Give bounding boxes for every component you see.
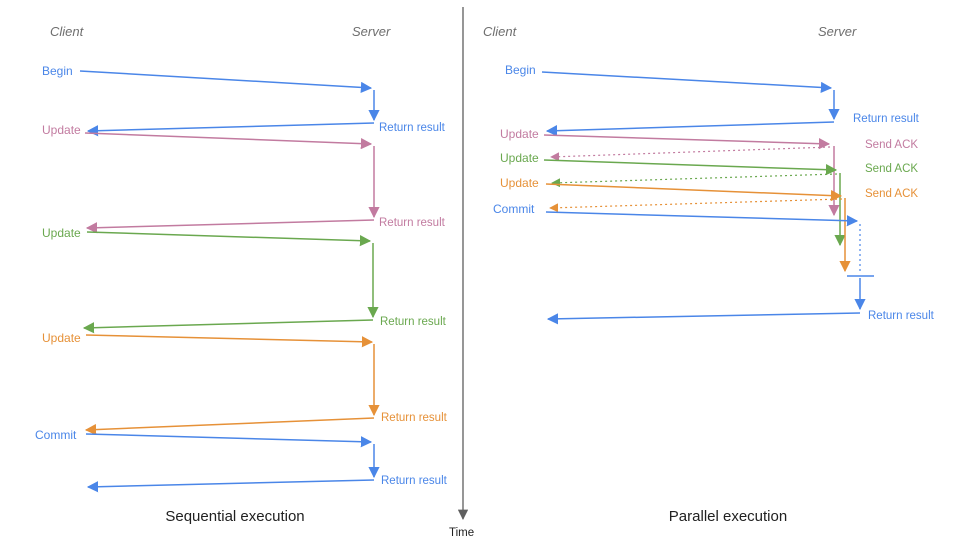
left-server-header: Server: [352, 24, 391, 39]
right-exchange-update-2: Update Send ACK: [500, 151, 918, 247]
left-update-2-label: Update: [42, 226, 81, 240]
left-begin-label: Begin: [42, 64, 73, 78]
left-return-result-3: Return result: [380, 316, 447, 328]
right-exchange-commit: Commit Return result: [493, 202, 935, 325]
left-return-result-4: Return result: [381, 412, 448, 424]
right-client-header: Client: [483, 24, 518, 39]
sequential-diagram: Client Server Begin Return result Update…: [35, 24, 448, 525]
time-axis-label: Time: [449, 527, 474, 539]
sequential-caption: Sequential execution: [165, 508, 304, 525]
left-exchange-update-3: Update Return result: [42, 331, 448, 436]
time-axis: Time: [449, 7, 474, 539]
right-send-ack-2: Send ACK: [865, 163, 918, 175]
right-commit-label: Commit: [493, 202, 535, 216]
left-update-3-label: Update: [42, 331, 81, 345]
left-client-header: Client: [50, 24, 85, 39]
right-update-2-label: Update: [500, 151, 539, 165]
left-update-1-label: Update: [42, 123, 81, 137]
right-update-3-label: Update: [500, 176, 539, 190]
left-return-result-2: Return result: [379, 217, 446, 229]
left-commit-label: Commit: [35, 428, 77, 442]
parallel-caption: Parallel execution: [669, 508, 787, 525]
left-return-result-5: Return result: [381, 475, 448, 487]
right-exchange-update-3: Update Send ACK: [500, 176, 918, 273]
left-exchange-update-1: Update Return result: [42, 123, 446, 234]
left-exchange-commit: Commit Return result: [35, 428, 448, 493]
right-exchange-update-1: Update Send ACK: [500, 127, 918, 217]
left-exchange-update-2: Update Return result: [42, 226, 447, 334]
right-begin-label: Begin: [505, 63, 536, 77]
parallel-diagram: Client Server Begin Return result Update…: [483, 24, 935, 525]
left-return-result-1: Return result: [379, 122, 446, 134]
right-send-ack-1: Send ACK: [865, 139, 918, 151]
right-return-result-1: Return result: [853, 113, 920, 125]
right-exchange-begin: Begin Return result: [505, 63, 920, 137]
right-update-1-label: Update: [500, 127, 539, 141]
right-return-result-2: Return result: [868, 310, 935, 322]
left-exchange-begin: Begin Return result: [42, 64, 446, 137]
right-server-header: Server: [818, 24, 857, 39]
right-send-ack-3: Send ACK: [865, 188, 918, 200]
